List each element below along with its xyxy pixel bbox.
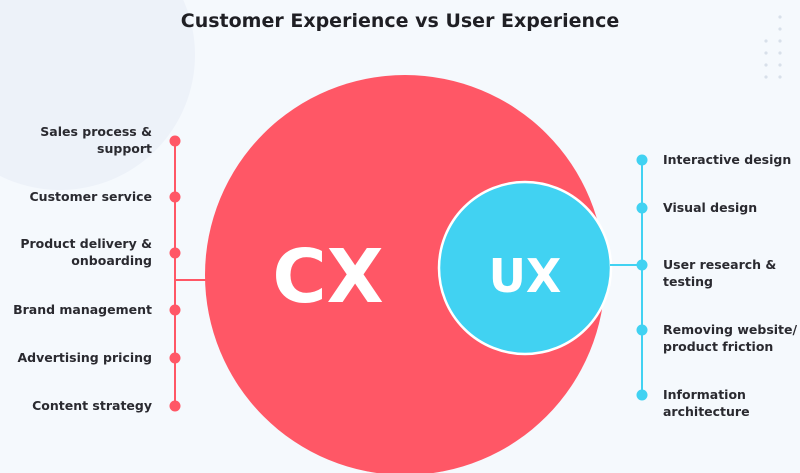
ux-item-dot: [636, 154, 648, 166]
ux-item-label-line: Visual design: [663, 200, 757, 215]
decor-dot: [764, 75, 768, 79]
diagram-title: Customer Experience vs User Experience: [181, 10, 619, 32]
ux-item-label-line: Information: [663, 387, 746, 402]
cx-item-label: Advertising pricing: [17, 350, 152, 365]
cx-item-label-line: Advertising pricing: [17, 350, 152, 365]
ux-item-label: Visual design: [663, 200, 757, 215]
decor-dot: [778, 15, 782, 19]
ux-item-label: Removing website/product friction: [663, 322, 797, 354]
cx-item-dot: [169, 247, 181, 259]
cx-item-dot: [169, 135, 181, 147]
ux-item-label-line: User research &: [663, 257, 776, 272]
cx-item-label: Product delivery & onboarding: [20, 236, 152, 268]
ux-item-label-line: Interactive design: [663, 152, 791, 167]
background-decor-circle: [0, 0, 195, 190]
decor-dot: [778, 63, 782, 67]
decor-dot: [764, 39, 768, 43]
cx-item-label: Content strategy: [32, 398, 152, 413]
cx-item-label-line: Brand management: [13, 302, 152, 317]
decor-dot: [778, 51, 782, 55]
cx-item-dot: [169, 400, 181, 412]
ux-label: UX: [489, 249, 562, 303]
decor-dot: [778, 39, 782, 43]
ux-item-dot: [636, 259, 648, 271]
decor-dot: [764, 63, 768, 67]
cx-item-label-line: Content strategy: [32, 398, 152, 413]
ux-item-label-line: architecture: [663, 404, 750, 419]
cx-item-label: Brand management: [13, 302, 152, 317]
ux-item-dot: [636, 202, 648, 214]
cx-item-label-line: support: [97, 141, 152, 156]
cx-item-label-line: Customer service: [30, 189, 153, 204]
cx-item-label-line: onboarding: [71, 253, 152, 268]
ux-item-label: User research & testing: [663, 257, 776, 289]
cx-item-label-line: Sales process &: [40, 124, 152, 139]
ux-item-dot: [636, 324, 648, 336]
ux-item-dot: [636, 389, 648, 401]
decor-dot: [764, 51, 768, 55]
ux-item-label-line: product friction: [663, 339, 773, 354]
ux-item-label-line: Removing website/: [663, 322, 797, 337]
cx-circle: [205, 75, 605, 473]
ux-item-label-line: testing: [663, 274, 713, 289]
cx-item-dot: [169, 304, 181, 316]
decor-dot: [778, 27, 782, 31]
cx-item-label: Customer service: [30, 189, 153, 204]
ux-item-label: Information architecture: [663, 387, 750, 419]
ux-item-label: Interactive design: [663, 152, 791, 167]
cx-item-dot: [169, 352, 181, 364]
cx-item-label: Sales process & support: [40, 124, 152, 156]
cx-label: CX: [272, 234, 383, 320]
cx-item-label-line: Product delivery &: [20, 236, 152, 251]
decor-dot: [778, 75, 782, 79]
cx-item-dot: [169, 191, 181, 203]
decor-dot-grid: [764, 15, 782, 79]
ux-circle: [437, 180, 613, 356]
